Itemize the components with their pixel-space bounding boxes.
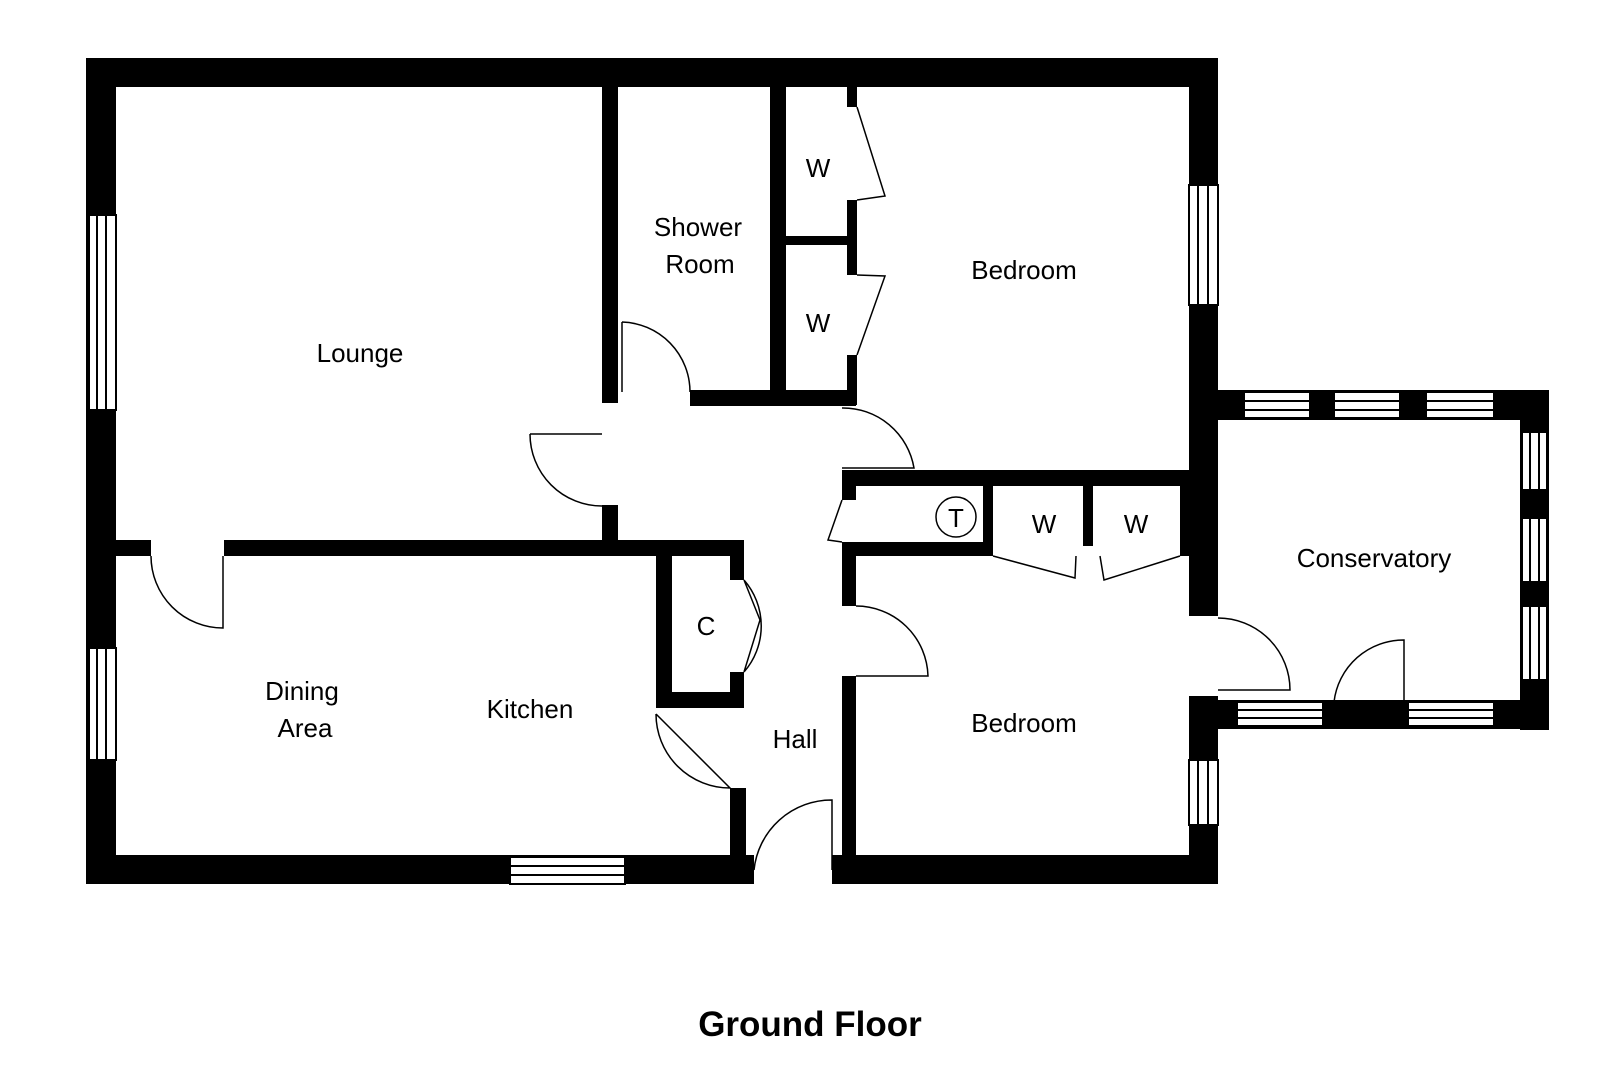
- wardrobe-4-label: W: [1124, 509, 1149, 539]
- shower-room-label-line-2: Room: [665, 249, 734, 279]
- wardrobe-1-label: W: [806, 153, 831, 183]
- room-labels: Lounge Shower Room Bedroom W W T W W Con…: [265, 153, 1451, 754]
- shower-room-label-line-1: Shower: [654, 212, 742, 242]
- windows: [88, 184, 1548, 885]
- conservatory-label: Conservatory: [1297, 543, 1452, 573]
- bedroom-top-label: Bedroom: [971, 255, 1077, 285]
- doors: [150, 106, 1405, 871]
- dining-area-label-line-1: Dining: [265, 676, 339, 706]
- lounge-label: Lounge: [317, 338, 404, 368]
- floor-title: Ground Floor: [698, 1005, 922, 1044]
- kitchen-label: Kitchen: [487, 694, 574, 724]
- hall-label: Hall: [773, 724, 818, 754]
- tank-label: T: [948, 503, 964, 533]
- bedroom-bottom-label: Bedroom: [971, 708, 1077, 738]
- dining-area-label-line-2: Area: [278, 713, 333, 743]
- cupboard-label: C: [697, 611, 716, 641]
- wardrobe-2-label: W: [806, 308, 831, 338]
- wardrobe-3-label: W: [1032, 509, 1057, 539]
